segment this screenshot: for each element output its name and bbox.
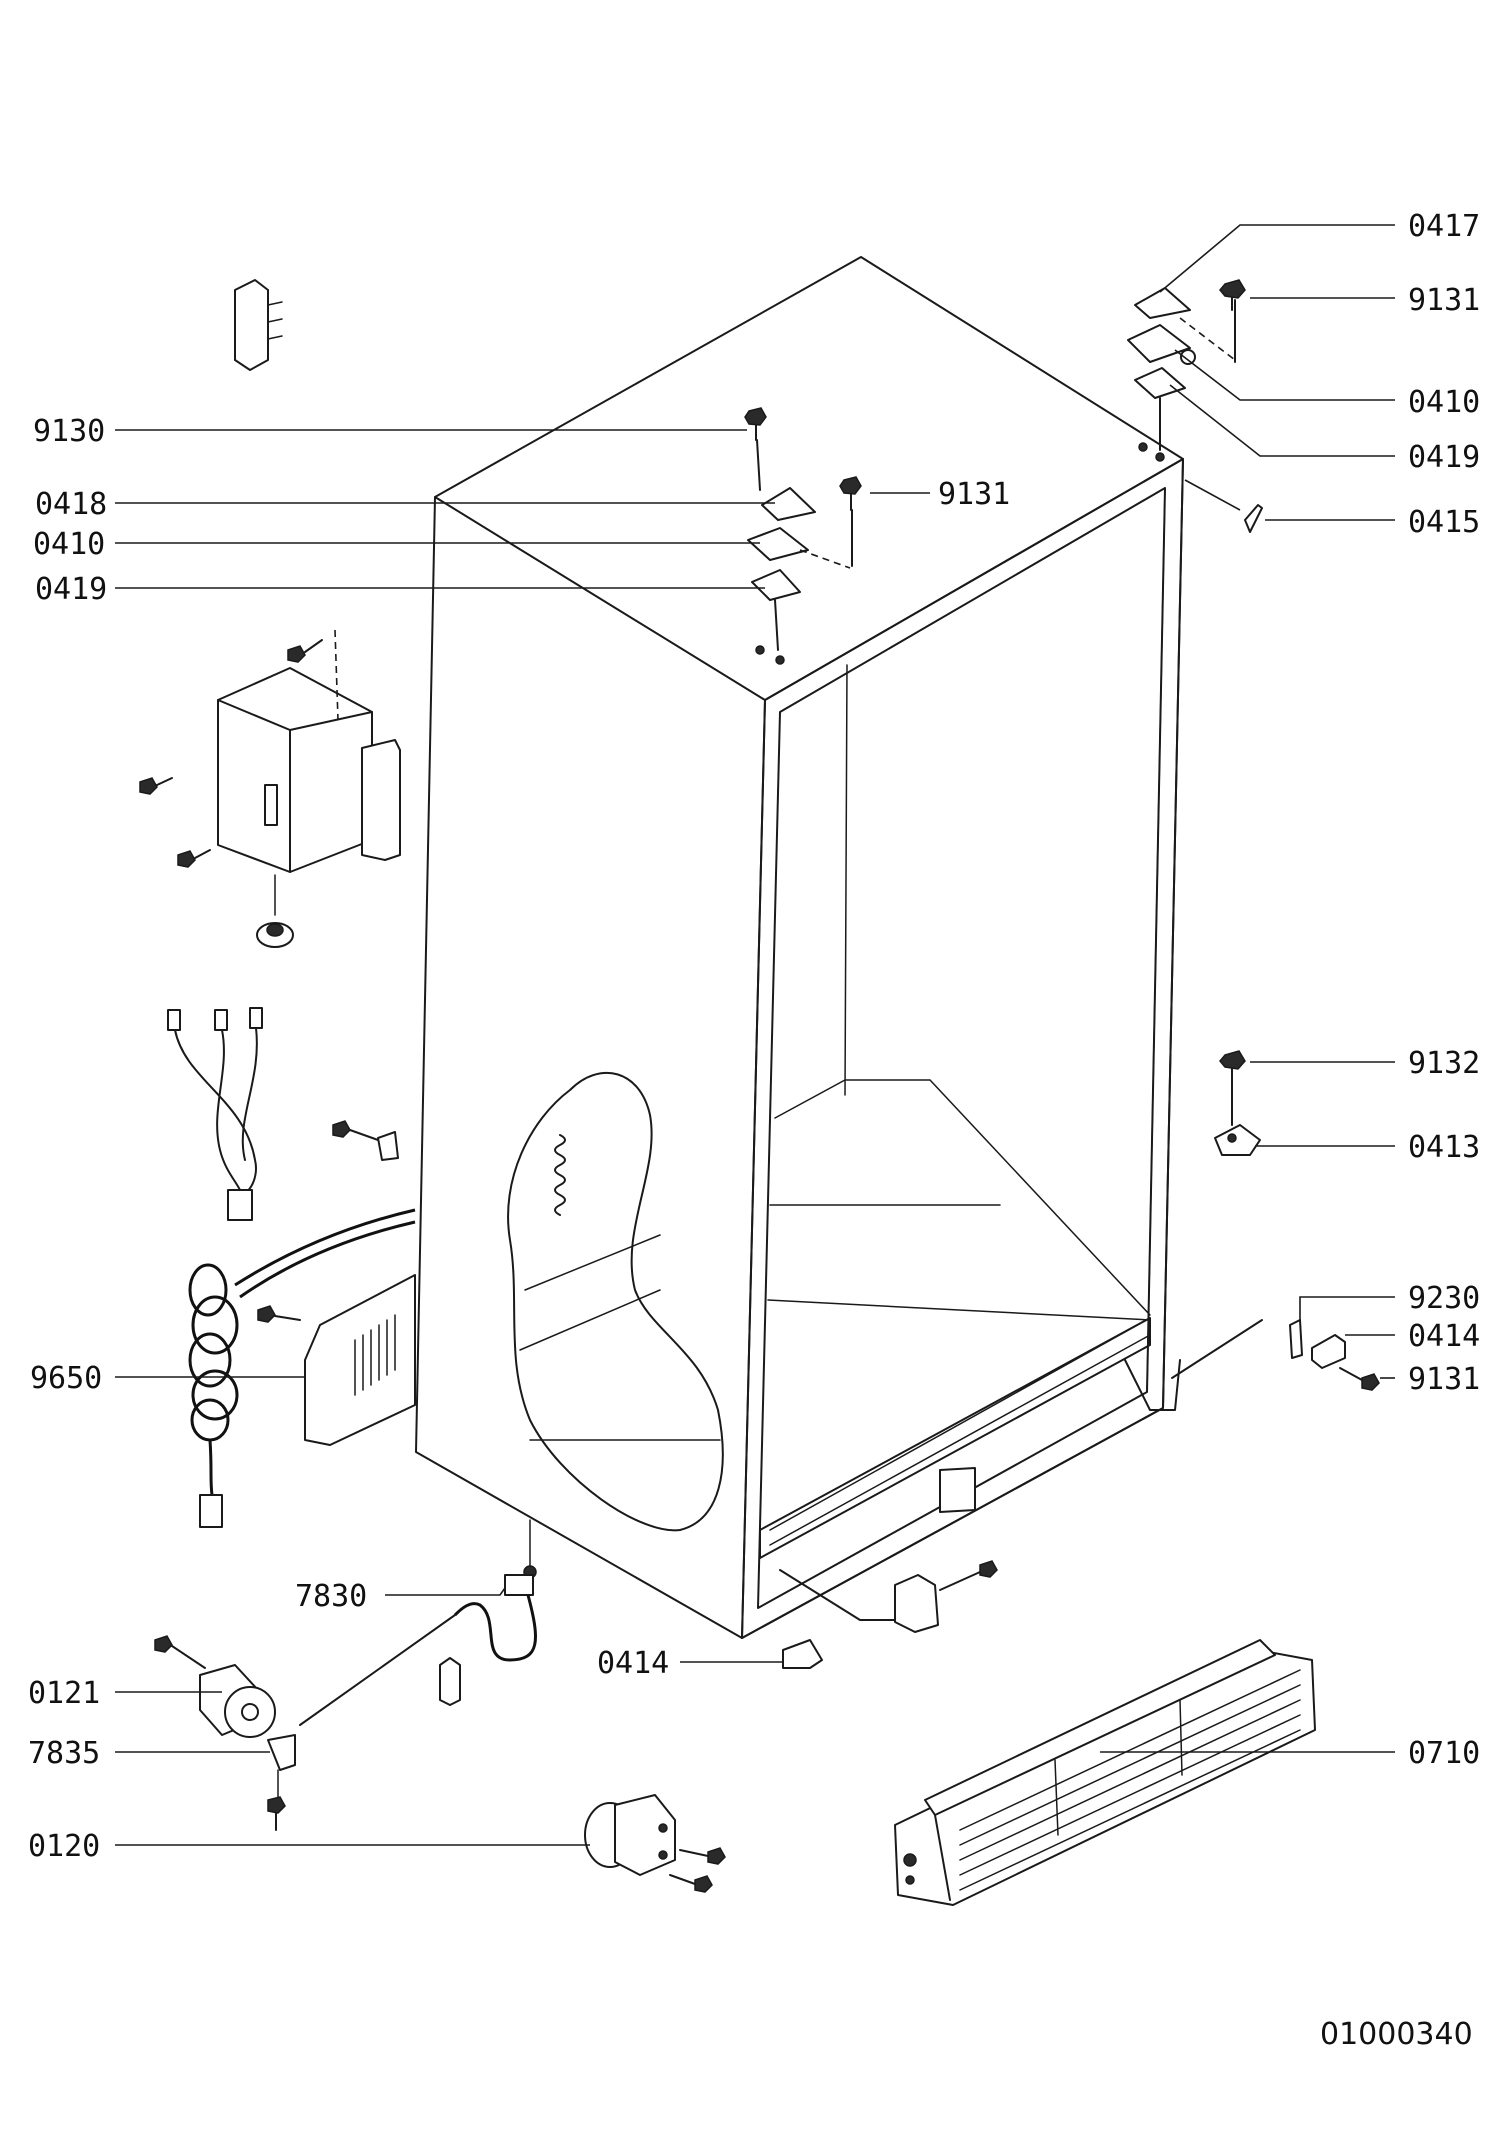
label-0419-left: 0419	[35, 572, 107, 607]
label-9131-low: 9131	[1408, 1362, 1480, 1397]
screw-icon	[839, 476, 862, 511]
wire-harness	[167, 1007, 263, 1221]
screw-icon	[154, 1635, 206, 1669]
label-0414-bottom: 0414	[597, 1646, 669, 1681]
screw-icon	[257, 1305, 301, 1323]
screw-icon	[1339, 1367, 1380, 1391]
screw-icon	[744, 407, 767, 441]
label-0414-right: 0414	[1408, 1319, 1480, 1354]
screw-icon	[332, 1120, 399, 1161]
label-7830: 7830	[295, 1579, 367, 1614]
label-9132: 9132	[1408, 1046, 1480, 1081]
caster-wheel-0120	[584, 1794, 726, 1893]
top-right-hinge-assembly	[1127, 279, 1263, 533]
label-0415: 0415	[1408, 505, 1480, 540]
hinge-plate-0410	[1127, 324, 1191, 363]
hinge-shim-0419	[751, 569, 801, 601]
label-9230: 9230	[1408, 1281, 1480, 1316]
label-0410-left: 0410	[33, 527, 105, 562]
label-0413: 0413	[1408, 1130, 1480, 1165]
label-0417: 0417	[1408, 209, 1480, 244]
label-9130: 9130	[33, 414, 105, 449]
document-number: 01000340	[1320, 2017, 1473, 2052]
caster-wheel-0121	[154, 1635, 276, 1738]
cabinet-shell	[415, 256, 1184, 1639]
power-cord-assembly	[188, 1208, 416, 1528]
label-0419-right: 0419	[1408, 440, 1480, 475]
lower-bracket-assembly	[1171, 1319, 1380, 1391]
screw-icon	[1219, 279, 1246, 311]
wire-clip-7835	[267, 1734, 296, 1831]
hinge-cover-0418	[761, 487, 816, 521]
top-left-hinge-assembly	[744, 407, 862, 651]
screw-icon	[287, 639, 323, 663]
leader-lines	[115, 224, 1395, 1846]
hinge-plate-0410	[747, 527, 809, 561]
label-0120: 0120	[28, 1829, 100, 1864]
screw-icon	[177, 849, 211, 868]
screw-icon	[679, 1847, 726, 1865]
screw-icon	[267, 1796, 286, 1831]
label-0410-right: 0410	[1408, 385, 1480, 420]
hinge-shim-0419	[1134, 367, 1186, 399]
hinge-cover-0417	[1134, 287, 1191, 319]
label-7835: 7835	[28, 1736, 100, 1771]
clip-0415	[1244, 504, 1263, 533]
label-0418: 0418	[35, 487, 107, 522]
screw-icon	[669, 1874, 713, 1893]
screw-icon	[1219, 1050, 1246, 1126]
label-9131-top: 9131	[1408, 283, 1480, 318]
label-9131-mid: 9131	[938, 477, 1010, 512]
ventilation-grille-0710	[894, 1639, 1316, 1906]
part-number-labels: 0417 9131 0410 0419 0415 9130 0418 0410 …	[28, 209, 1480, 2052]
terminal-block	[234, 279, 283, 371]
electrical-box	[139, 629, 401, 948]
label-0121: 0121	[28, 1676, 100, 1711]
control-board-9650	[304, 1274, 416, 1446]
label-0710: 0710	[1408, 1736, 1480, 1771]
label-9650: 9650	[30, 1361, 102, 1396]
screw-icon	[139, 777, 173, 795]
stop-bracket-0413	[1214, 1124, 1261, 1156]
door-stop-assembly	[1214, 1050, 1261, 1156]
screw-icon	[939, 1560, 998, 1591]
foot-bracket-0414	[779, 1467, 998, 1669]
drain-tube-7830	[299, 1519, 537, 1726]
